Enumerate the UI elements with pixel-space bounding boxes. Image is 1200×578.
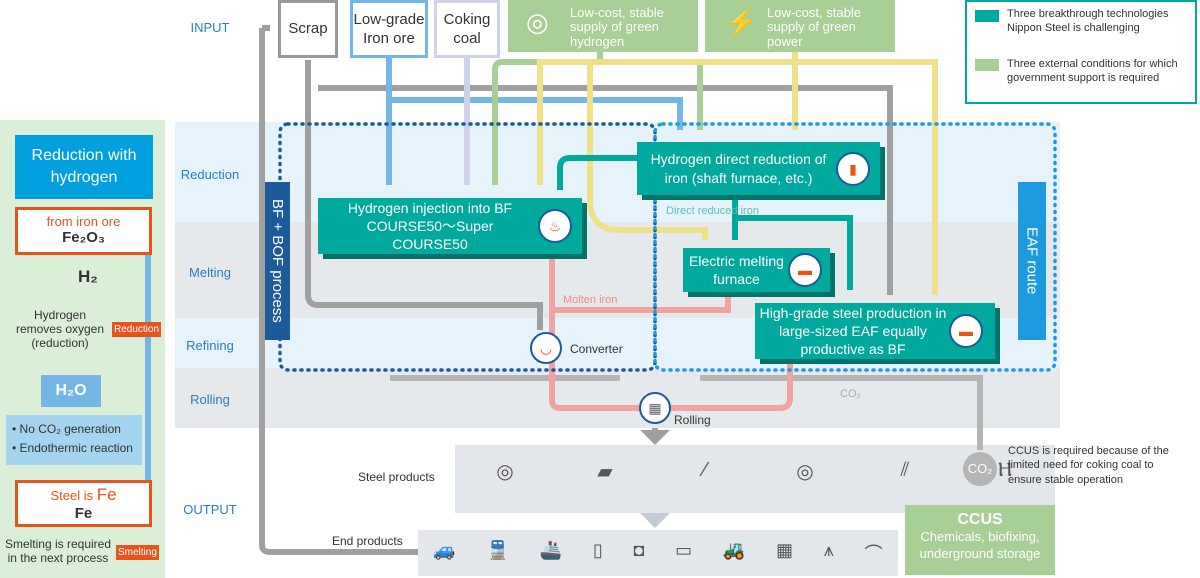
stage-melting: Melting [189,265,231,280]
process-hydrogen-dri: Hydrogen direct reduction of iron (shaft… [637,142,880,195]
smelting-note: Smelting is required in the next process [4,537,112,565]
washer-icon: ◘ [633,540,645,560]
h2o-notes: • No CO₂ generation • Endothermic reacti… [6,415,142,465]
wire-icon: ◎ [796,461,814,483]
input-coking-coal: Coking coal [434,0,500,58]
pipe-icon: ⁄ [703,459,707,481]
iron-ore-box: from iron ore Fe₂O₃ [15,207,152,255]
scrap-eaf-line [318,85,893,295]
coil-icon: ◎ [496,461,514,483]
eaf-route-bar: EAF route [1018,182,1046,340]
fridge-icon: ▯ [592,540,603,560]
legend-teal-label: Three breakthrough technologies Nippon S… [1007,8,1169,35]
ccus-title: CCUS [957,511,1003,528]
legend-green-swatch [975,59,999,71]
can-icon: ▭ [675,540,693,560]
ore-line [386,58,683,185]
building-icon: ▦ [775,540,793,560]
hydrogen-icon: ◎ [526,7,549,37]
bridge-icon: ⌒ [864,544,883,564]
co2-flow-label: CO₂ [840,388,861,400]
reduction-path-line [145,250,151,480]
process-h2-injection-bf: Hydrogen injection into BF COURSE50〜Supe… [318,198,582,254]
ccus-box: CCUS Chemicals, biofixing, underground s… [905,505,1055,575]
steel-fe-box: Steel is Fe Fe [15,480,152,527]
steel-products-label: Steel products [358,470,435,484]
stage-reduction: Reduction [180,167,240,182]
reduction-title: Reduction with hydrogen [15,135,153,199]
dri-label: Direct reduced iron [666,205,759,217]
left-panel: Reduction with hydrogen from iron ore Fe… [0,120,165,578]
process-electric-melting: Electric melting furnace▬ [683,248,830,292]
h2o-box: H₂O [41,375,101,407]
ccus-note: CCUS is required because of the limited … [1008,445,1169,486]
rolling-label: Rolling [674,413,711,427]
legend-teal-swatch [975,10,999,22]
excavator-icon: 🚜 [722,540,746,560]
process-large-eaf: High-grade steel production in large-siz… [755,303,995,359]
hydrogen-removes-oxygen: Hydrogen removes oxygen (reduction) [15,308,105,350]
shaft-furnace-icon: ▮ [836,152,870,186]
legend: Three breakthrough technologies Nippon S… [965,0,1197,104]
blast-furnace-icon: ♨ [538,209,572,243]
end-products-label: End products [332,534,403,548]
bars-icon: ⫽ [900,459,910,481]
tower-icon: ⩚ [823,540,834,560]
input-label: INPUT [190,20,230,35]
converter-label: Converter [570,342,623,356]
legend-green-label: Three external conditions for which gove… [1007,58,1178,85]
recycle-line [259,25,418,555]
bf-bof-route-bar: BF + BOF process [265,182,290,340]
co2-line [390,375,983,450]
end-products-strip: 🚙 🚆 🚢 ▯ ◘ ▭ 🚜 ▦ ⩚ ⌒ [418,530,898,576]
smelting-tag: Smelting [116,545,159,560]
rolling-mill-icon: ▦ [639,392,671,424]
eaf-icon: ▬ [949,314,983,348]
input-green-hydrogen: ◎ Low-cost, stable supply of green hydro… [508,0,698,52]
melting-furnace-icon: ▬ [788,253,822,287]
rolling-arrow [640,430,670,445]
plate-icon: ▰ [597,461,613,483]
stage-rolling: Rolling [190,392,230,407]
train-icon: 🚆 [486,540,509,560]
input-scrap: Scrap [278,0,338,58]
molten-iron-label: Molten iron [563,294,618,306]
ship-icon: 🚢 [539,540,563,560]
input-green-power: ⚡ Low-cost, stable supply of green power [705,0,895,52]
co2-circle: CO₂ [963,452,997,486]
scrap-line [305,60,543,330]
car-icon: 🚙 [433,540,456,560]
eaf-route-border [653,122,1057,372]
h2-label: H₂ [78,267,98,286]
converter-icon: ◡ [530,332,562,364]
h-beam-icon: Ⲏ [998,459,1012,481]
lightning-icon: ⚡ [725,7,758,37]
reduction-tag: Reduction [112,322,162,337]
output-label: OUTPUT [183,502,237,517]
steel-products-strip: ◎ ▰ ⁄ ◎ ⫽ Ⲏ [455,445,1055,513]
ccus-desc: Chemicals, biofixing, underground storag… [919,529,1041,561]
input-iron-ore: Low-grade Iron ore [350,0,428,58]
stage-refining: Refining [186,338,234,353]
power-line [537,52,938,295]
products-arrow [640,513,670,528]
dri-line [557,155,853,290]
